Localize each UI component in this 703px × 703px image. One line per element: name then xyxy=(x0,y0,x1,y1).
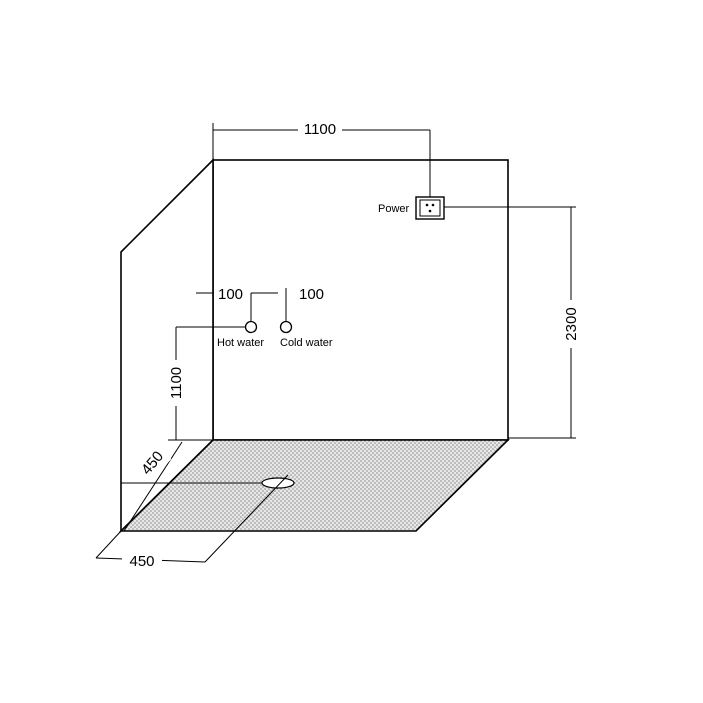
cold-water-inlet-icon xyxy=(279,320,293,334)
hot-water-offset-label: 100 xyxy=(218,286,243,303)
drain-depth-dimension xyxy=(121,441,262,532)
hot-water-inlet-icon xyxy=(244,320,258,334)
inlet-offset-dimension xyxy=(196,288,287,321)
power-socket-icon xyxy=(415,196,445,220)
back-wall xyxy=(212,159,509,441)
power-label: Power xyxy=(378,203,410,215)
hot-water-label: Hot water xyxy=(217,337,264,349)
floor-drain xyxy=(261,477,295,489)
drain-width-dimension-label: 450 xyxy=(129,553,154,570)
water-height-dimension-label: 1100 xyxy=(168,367,185,399)
height-dimension-label: 2300 xyxy=(563,307,580,340)
cold-water-offset-label: 100 xyxy=(299,286,324,303)
cold-water-label: Cold water xyxy=(280,337,333,349)
width-dimension-label: 1100 xyxy=(304,121,336,138)
floor-base xyxy=(119,439,510,532)
